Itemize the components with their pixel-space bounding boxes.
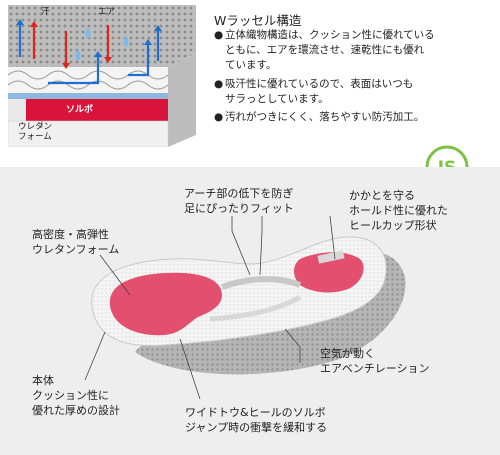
callout-arch: アーチ部の低下を防ぎ 足にぴったりフィット [184, 187, 294, 215]
structure-title: Wラッセル構造 [214, 13, 302, 28]
sorbo-layer-label: ソルボ [66, 105, 94, 115]
bullet-icon: ● [214, 29, 224, 41]
sorbo-layer [26, 99, 168, 121]
callout-foam: 高密度・高弾性 ウレタンフォーム [32, 228, 120, 256]
sweat-label: 汗 [41, 7, 50, 17]
bullet-item: ●吸汗性に優れているので、表面はいつも サラっとしています。 [214, 78, 414, 105]
insole-illustration [84, 215, 406, 400]
callout-sorbo-title: ワイドトウ&ヒールのソルボ [185, 406, 326, 419]
air-label: エア [98, 7, 116, 17]
bullet-item: ●立体織物構造は、クッション性に優れている ともに、エアを環流させ、速乾性にも優… [214, 29, 435, 71]
urethane-label-line2: フォーム [18, 132, 52, 142]
bullet-icon: ● [214, 111, 224, 123]
callout-heel-cup: かかとを守る ホールド性に優れた ヒールカップ形状 [349, 189, 448, 232]
callout-body: 本体 クッション性に 優れた厚めの設計 [32, 374, 120, 417]
bullet-icon: ● [214, 78, 224, 90]
urethane-label-line1: ウレタン [18, 122, 53, 132]
callout-sorbo: ワイドトウ&ヒールのソルボ ジャンプ時の衝撃を緩和する [185, 406, 328, 434]
cross-section-illustration [8, 5, 196, 147]
callout-air-ventilation: 空気が動く エアベンチレーション [320, 347, 430, 375]
bullet-item: ●汚れがつきにくく、落ちやすい防汚加工。 [214, 111, 425, 123]
